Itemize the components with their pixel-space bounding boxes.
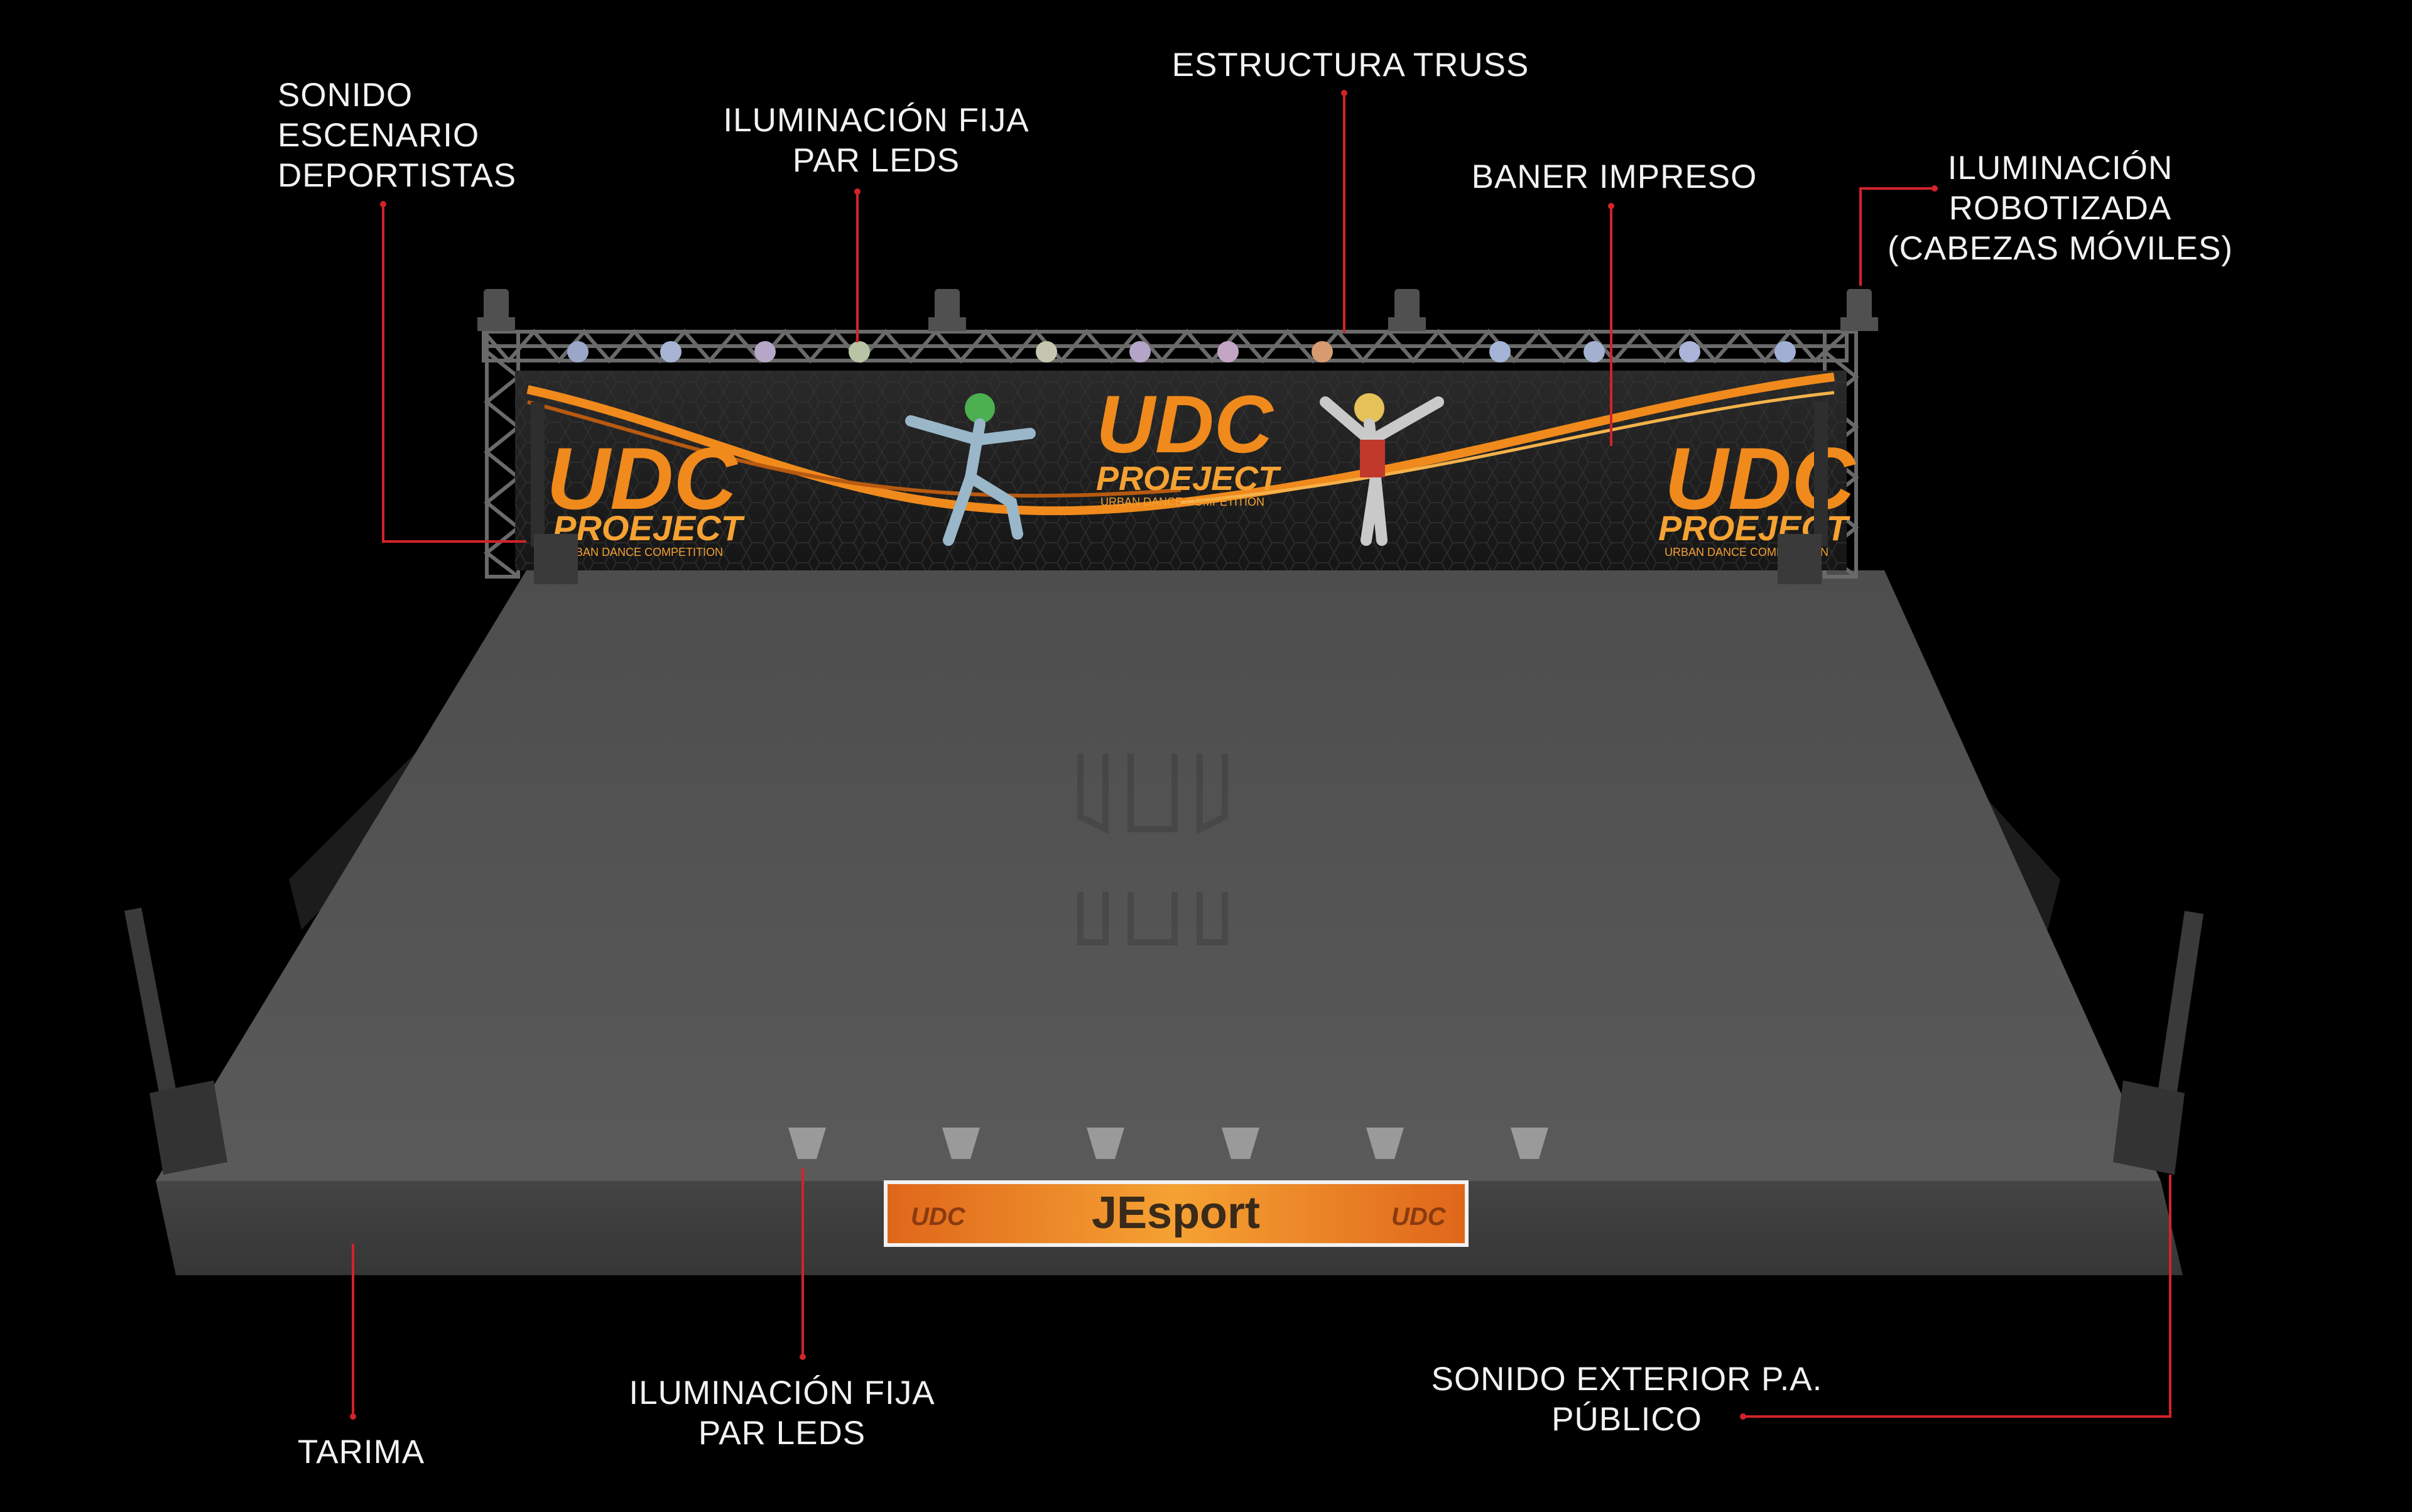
front-banner: JEsport UDC UDC — [886, 1182, 1467, 1245]
par-led-light-icon — [1312, 341, 1333, 362]
par-led-light-icon — [567, 341, 589, 362]
label-sonido-exterior: SONIDO EXTERIOR P.A. PÚBLICO — [1407, 1359, 1847, 1440]
banner-subtitle-left: URBAN DANCE COMPETITION — [559, 546, 723, 558]
label-estructura-truss: ESTRUCTURA TRUSS — [1131, 45, 1570, 85]
label-iluminacion-fija-bottom: ILUMINACIÓN FIJA PAR LEDS — [594, 1373, 970, 1454]
line-array-speaker-icon — [2156, 911, 2203, 1109]
stage-monitor-left — [534, 534, 578, 584]
par-led-light-icon — [1489, 341, 1511, 362]
moving-head-light-icon — [928, 289, 966, 331]
banner-subtitle-center: URBAN DANCE COMPETITION — [1100, 496, 1264, 508]
label-tarima: TARIMA — [236, 1432, 487, 1472]
speaker-subwoofer — [149, 1080, 227, 1175]
stage-floor — [156, 570, 2161, 1181]
line-array-speaker-icon — [1814, 402, 1828, 547]
speaker-subwoofer — [2113, 1080, 2185, 1175]
front-speaker-left — [124, 908, 227, 1175]
front-speaker-right — [2113, 911, 2203, 1175]
banner-project-left: PROEJECT — [553, 508, 746, 548]
moving-head-lights — [477, 289, 1878, 331]
front-banner-logo-right: UDC — [1391, 1203, 1447, 1231]
par-led-light-icon — [1584, 341, 1605, 362]
par-led-light-icon — [1679, 341, 1700, 362]
par-led-light-icon — [849, 341, 870, 362]
stage-monitor-right — [1778, 534, 1822, 584]
label-iluminacion-robotizada: ILUMINACIÓN ROBOTIZADA (CABEZAS MÓVILES) — [1872, 148, 2249, 269]
front-banner-logo-left: UDC — [911, 1203, 966, 1231]
par-led-light-icon — [1217, 341, 1239, 362]
par-led-light-icon — [1036, 341, 1057, 362]
par-led-light-icon — [1774, 341, 1796, 362]
moving-head-light-icon — [1840, 289, 1878, 331]
label-baner-impreso: BANER IMPRESO — [1420, 157, 1809, 197]
par-led-light-icon — [660, 341, 682, 362]
banner-logo-center-text: UDC — [1096, 378, 1274, 470]
moving-head-light-icon — [1388, 289, 1426, 331]
label-sonido-escenario: SONIDO ESCENARIO DEPORTISTAS — [278, 75, 516, 196]
par-led-light-icon — [754, 341, 776, 362]
front-banner-brand: JEsport — [1092, 1188, 1260, 1238]
leader-sonido-escenario — [383, 204, 526, 541]
line-array-speaker-icon — [531, 402, 545, 547]
moving-head-light-icon — [477, 289, 515, 331]
par-led-light-icon — [1129, 341, 1151, 362]
banner-project-center: PROEJECT — [1096, 460, 1281, 498]
line-array-speaker-icon — [124, 908, 179, 1109]
label-iluminacion-fija-top: ILUMINACIÓN FIJA PAR LEDS — [688, 101, 1065, 181]
banner-logo-center: UDC PROEJECT URBAN DANCE COMPETITION — [1096, 378, 1281, 508]
